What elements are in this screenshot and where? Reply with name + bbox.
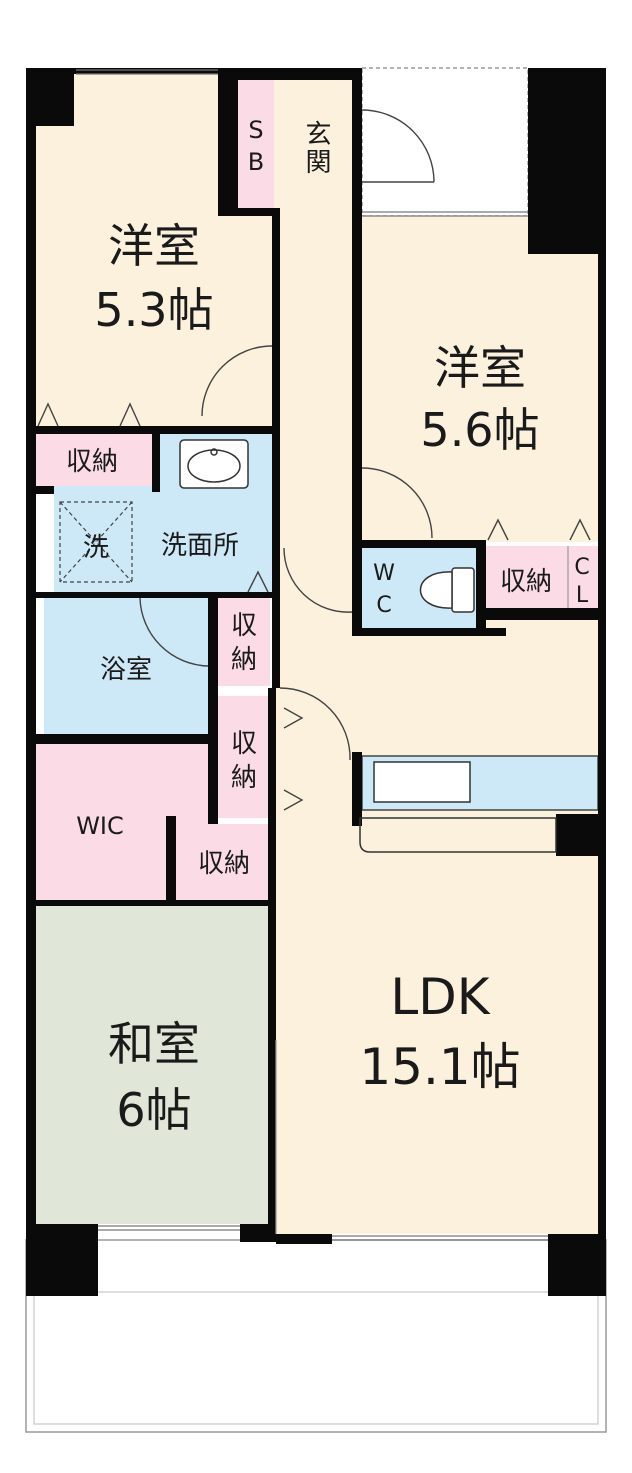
closet-label-c: C [574, 555, 589, 580]
windows [76, 69, 548, 1241]
toilet-icon [419, 567, 475, 613]
toilet-label-w: W [373, 561, 395, 586]
ldk-name: LDK [390, 968, 490, 1026]
balcony-bottom [25, 1239, 607, 1433]
washer-label: 洗 [83, 533, 109, 563]
storage-5-label: 収納 [198, 849, 250, 879]
japanese-room-name: 和室 [108, 1017, 200, 1071]
toilet-label-c: C [376, 593, 391, 618]
western-room-2-floor [356, 216, 600, 542]
storage-1 [36, 434, 154, 486]
partition-lines [275, 546, 569, 1234]
western-room-2-name: 洋室 [434, 341, 526, 395]
japanese-room-size: 6帖 [116, 1083, 191, 1137]
storage-5 [176, 824, 272, 902]
japanese-room-floor [36, 906, 272, 1224]
storage-2 [486, 546, 598, 608]
bathroom-floor [44, 598, 208, 734]
western-room-1-name: 洋室 [108, 219, 200, 273]
bathroom-label: 浴室 [100, 655, 152, 685]
shoe-box-b: B [248, 148, 264, 176]
storage-4-label-bottom: 納 [231, 763, 257, 793]
storage-2-label: 収納 [500, 567, 552, 597]
shoe-box [238, 80, 274, 208]
kitchen-counter-icon [359, 761, 557, 853]
storage-4 [218, 696, 270, 818]
ldk-floor [276, 612, 600, 1234]
storage-1-label: 収納 [66, 447, 118, 477]
western-room-1-size: 5.3帖 [94, 283, 213, 337]
door-swing-icon [37, 109, 591, 811]
storage-3-label-bottom: 納 [231, 645, 257, 675]
storage-4-label-top: 収 [231, 729, 257, 759]
western-room-2-size: 5.6帖 [420, 403, 539, 457]
ldk-size: 15.1帖 [359, 1038, 520, 1096]
storage-3-label-top: 収 [231, 611, 257, 641]
entrance-label: 玄関 [301, 120, 331, 176]
shoe-box-s: S [248, 116, 263, 144]
washroom-label: 洗面所 [161, 531, 239, 561]
sink-icon [179, 439, 249, 489]
wic-label: WIC [76, 812, 124, 840]
closet-label-l: L [576, 583, 589, 608]
balcony-top [361, 67, 529, 217]
washer-pan-icon [59, 501, 133, 583]
storage-3 [218, 598, 270, 686]
walls [26, 68, 606, 1296]
balcony-bottom-inner [33, 1291, 599, 1425]
